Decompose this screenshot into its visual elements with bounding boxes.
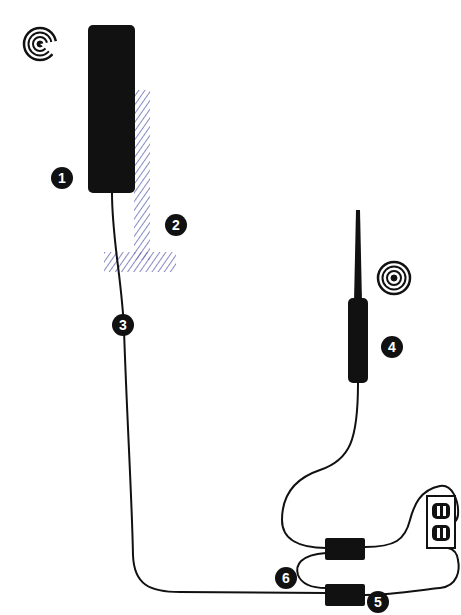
callout-number: 1 — [51, 167, 73, 189]
callout-number: 4 — [381, 336, 403, 358]
indoor-antenna — [348, 210, 368, 383]
callout-number: 6 — [275, 567, 297, 589]
callout-number: 2 — [165, 214, 187, 236]
signal-icon — [24, 28, 62, 62]
wall-outlet — [427, 496, 455, 548]
power-cord — [365, 548, 459, 595]
power-supply — [325, 584, 365, 606]
callout-number: 3 — [112, 314, 134, 336]
callout-number: 5 — [367, 591, 389, 613]
signal-icon — [378, 262, 410, 294]
coax-cable — [112, 193, 326, 593]
coax-cable — [297, 553, 326, 588]
outdoor-antenna — [88, 25, 135, 193]
booster-unit — [325, 538, 365, 560]
coax-cable — [282, 383, 358, 548]
power-cord — [365, 486, 458, 547]
